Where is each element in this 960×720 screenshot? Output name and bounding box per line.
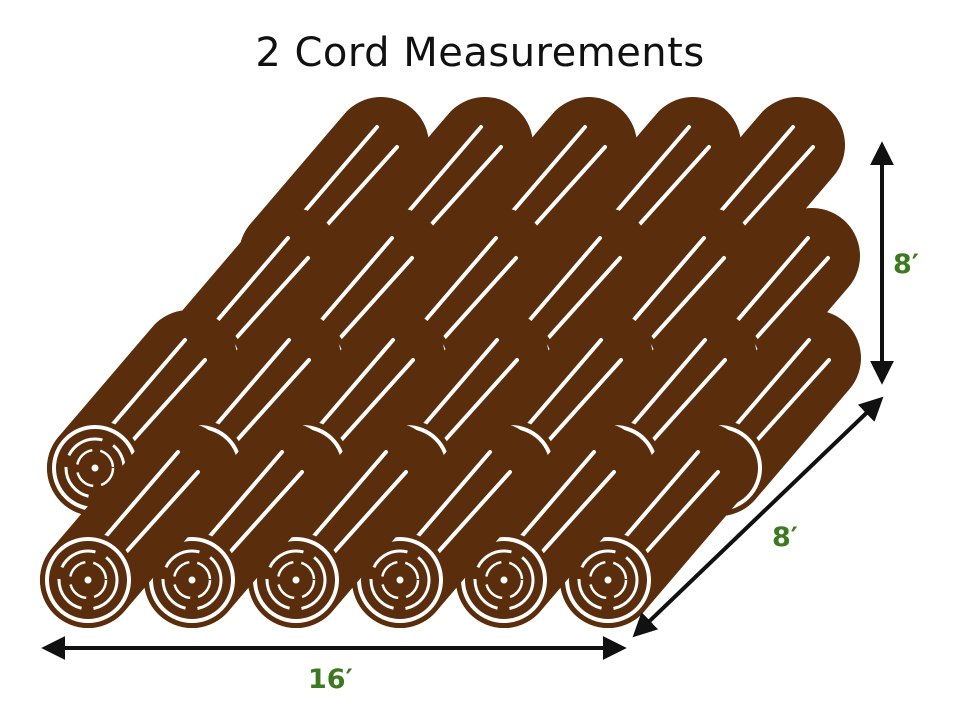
depth-arrow (632, 396, 884, 638)
depth-label: 8′ (772, 522, 798, 553)
diagram-title: 2 Cord Measurements (255, 30, 705, 76)
log (40, 422, 230, 628)
width-label: 16′ (308, 664, 353, 695)
height-label: 8′ (893, 249, 919, 280)
log-row-bottom (40, 422, 750, 628)
log-stack (40, 97, 861, 628)
